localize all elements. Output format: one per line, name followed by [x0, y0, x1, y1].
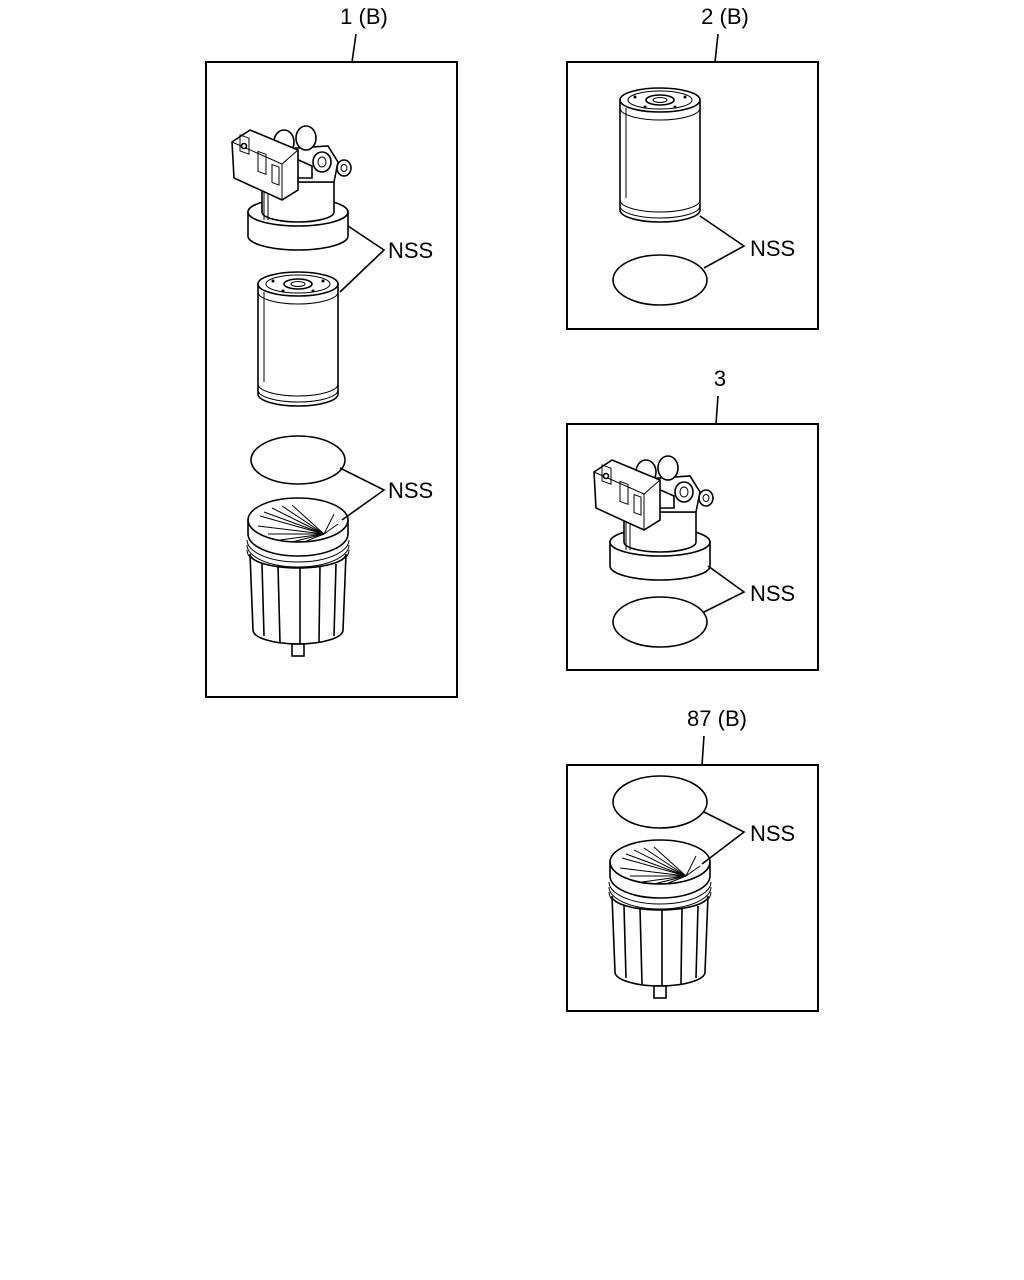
panel-1-leader — [351, 33, 357, 63]
o-ring-illustration — [612, 596, 708, 648]
nss-leader — [699, 215, 746, 269]
panel-3-label: 3 — [714, 366, 726, 391]
o-ring-illustration — [612, 775, 708, 829]
panel-1: 1 (B) NSS NSS — [205, 4, 458, 698]
filter-bowl-illustration — [608, 839, 712, 999]
o-ring-illustration — [612, 254, 708, 306]
nss-callout: NSS — [750, 236, 795, 261]
nss-leader — [339, 467, 386, 521]
panel-1-label: 1 (B) — [340, 4, 388, 29]
panel-2-leader — [714, 33, 719, 63]
panel-87-label: 87 (B) — [687, 706, 747, 731]
filter-head-illustration — [231, 125, 352, 251]
nss-callout: NSS — [750, 821, 795, 846]
nss-leader — [703, 565, 746, 613]
filter-head-illustration — [593, 455, 714, 581]
panel-3-frame — [566, 423, 819, 671]
panel-2: 2 (B) NSS — [566, 4, 819, 330]
panel-87-frame — [566, 764, 819, 1012]
panel-87: 87 (B) NSS — [566, 706, 819, 1012]
filter-cartridge-illustration — [257, 271, 339, 407]
panel-3: 3 NSS — [566, 366, 819, 671]
nss-leader — [701, 811, 746, 865]
panel-2-frame — [566, 61, 819, 330]
panel-3-leader — [715, 395, 719, 425]
panel-2-label: 2 (B) — [701, 4, 749, 29]
o-ring-illustration — [250, 435, 346, 485]
nss-callout: NSS — [388, 238, 433, 263]
panel-1-frame — [205, 61, 458, 698]
filter-bowl-illustration — [246, 497, 350, 657]
nss-leader — [339, 225, 386, 293]
nss-callout: NSS — [388, 478, 433, 503]
nss-callout: NSS — [750, 581, 795, 606]
filter-cartridge-illustration — [619, 87, 701, 223]
panel-87-leader — [701, 735, 705, 766]
